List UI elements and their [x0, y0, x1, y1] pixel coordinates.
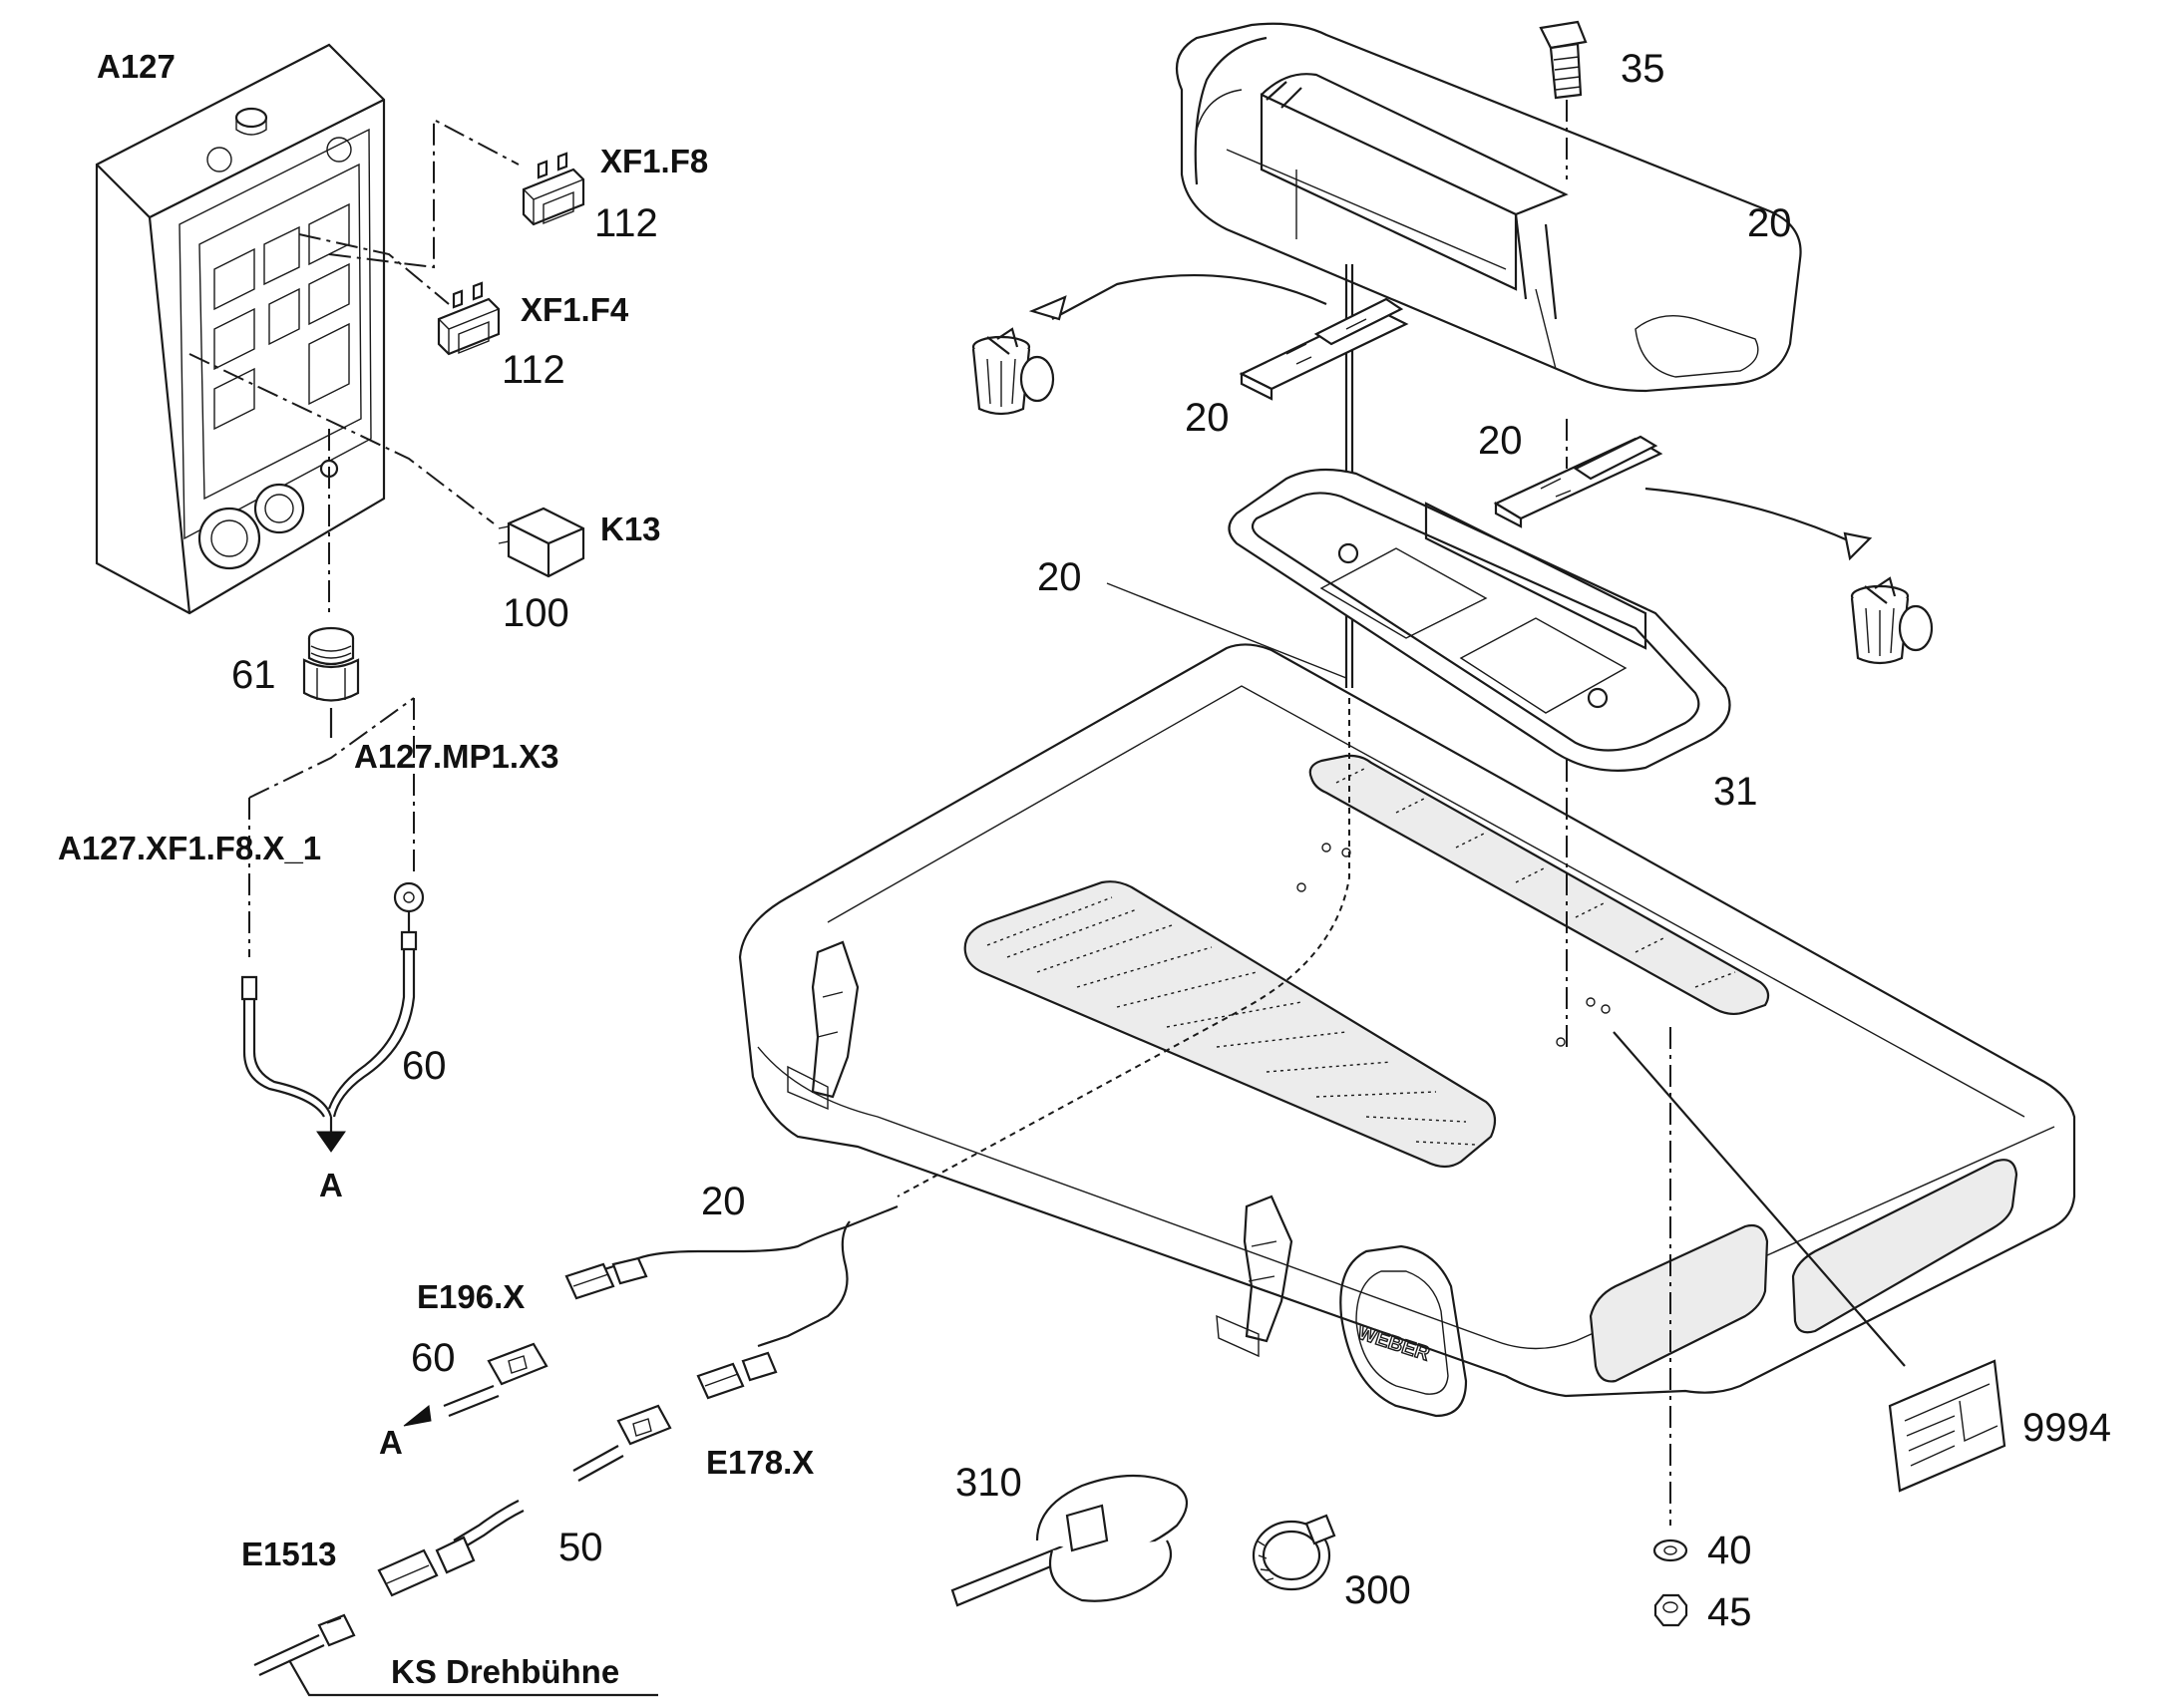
part-label-40: 40 — [1707, 1529, 1752, 1572]
ref-label-xf1-f8: XF1.F8 — [600, 143, 708, 179]
ref-label-ks-drehbuehne: KS Drehbühne — [391, 1653, 619, 1690]
nut-45 — [1653, 1593, 1688, 1627]
ref-label-a127: A127 — [97, 48, 176, 85]
part-label-50: 50 — [558, 1526, 603, 1569]
ref-label-e196x: E196.X — [417, 1278, 525, 1315]
cable-60-upper — [240, 881, 425, 1153]
part-label-20-bracket-left: 20 — [1185, 396, 1230, 440]
part-label-310: 310 — [955, 1461, 1022, 1505]
part-label-31: 31 — [1713, 770, 1758, 814]
part-label-20-rod: 20 — [1037, 555, 1082, 599]
base-tray-31 — [1228, 468, 1731, 772]
cab-roof: WEBER — [738, 643, 2076, 1418]
ref-label-e178x: E178.X — [706, 1444, 814, 1481]
fuse-xf1-f8 — [522, 152, 585, 226]
ref-label-a127-xf1-f8-x1: A127.XF1.F8.X_1 — [58, 830, 321, 866]
control-box-a127 — [95, 43, 386, 615]
part-label-20-harness: 20 — [701, 1180, 746, 1223]
part-label-112-a: 112 — [594, 201, 658, 245]
roof-vent-mesh-right — [1308, 754, 1770, 1016]
fuse-xf1-f4 — [437, 281, 501, 356]
ref-label-xf1-f4: XF1.F4 — [521, 291, 629, 328]
part-label-20-lightbar: 20 — [1747, 201, 1792, 245]
part-label-112-b: 112 — [502, 348, 565, 392]
cable-50-assembly — [377, 1404, 672, 1597]
roof-hook-front — [1216, 1195, 1293, 1358]
cable-tie-310 — [950, 1474, 1189, 1607]
part-label-60-upper: 60 — [402, 1044, 447, 1088]
side-vent-grilles — [1589, 1159, 2018, 1383]
ref-label-k13: K13 — [600, 511, 661, 547]
ref-label-arrow-a-upper: A — [319, 1167, 343, 1203]
mounting-bracket-right — [1493, 435, 1663, 528]
ref-label-a127-mp1-x3: A127.MP1.X3 — [354, 738, 558, 775]
part-label-9994: 9994 — [2022, 1406, 2111, 1450]
relay-k13 — [498, 507, 585, 578]
connector-e1513 — [253, 1613, 658, 1697]
part-label-61: 61 — [231, 653, 276, 697]
part-label-45: 45 — [1707, 1590, 1752, 1634]
label-sheet-9994 — [1888, 1359, 2006, 1493]
part-label-60-lower: 60 — [411, 1336, 456, 1380]
part-label-35: 35 — [1621, 47, 1665, 91]
hose-clamp-300 — [1252, 1514, 1336, 1591]
roof-hook-left — [787, 940, 860, 1111]
ref-label-arrow-a-lower: A — [379, 1424, 403, 1461]
part-label-20-bracket-right: 20 — [1478, 419, 1523, 463]
connector-e196x — [403, 1342, 548, 1427]
washer-40 — [1652, 1538, 1688, 1562]
bolt-35 — [1539, 20, 1588, 100]
ref-label-e1513: E1513 — [241, 1536, 336, 1572]
part-label-300: 300 — [1344, 1568, 1411, 1612]
trash-bin-icon-left — [971, 327, 1055, 416]
trash-bin-icon-right — [1850, 576, 1934, 665]
wiring-harness-20 — [564, 1204, 899, 1400]
mounting-bracket-left — [1239, 297, 1409, 401]
cable-gland-61 — [302, 626, 360, 702]
warning-light-bar — [1175, 22, 1802, 393]
part-label-100: 100 — [503, 591, 569, 635]
roof-vent-mesh-left — [963, 880, 1497, 1169]
cab-emblem-recess: WEBER — [1339, 1244, 1468, 1418]
